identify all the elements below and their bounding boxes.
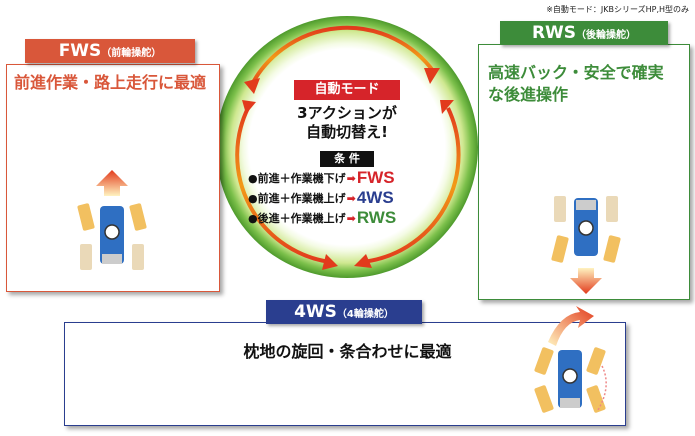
- arrowhead-right-bottom: [354, 254, 372, 268]
- conditions-badge: 条 件: [320, 151, 374, 167]
- right-arrow-icon: ➡: [346, 211, 356, 225]
- arrowhead-top-right: [424, 68, 440, 84]
- fws-tab: FWS（前輪操舵）: [25, 39, 195, 63]
- arrowhead-top-left: [244, 78, 260, 94]
- arrow-right: [361, 107, 461, 264]
- auto-mode-badge: 自動モード: [294, 80, 400, 100]
- right-arrow-icon: ➡: [346, 191, 356, 205]
- arrowhead-left-top: [242, 100, 256, 114]
- 4ws-tractor-icon: [534, 306, 607, 413]
- right-arrow-icon: ➡: [346, 171, 356, 185]
- auto-mode-headline: 3アクションが 自動切替え!: [297, 104, 397, 141]
- arrow-left: [235, 107, 331, 264]
- arrowhead-right-top: [440, 100, 454, 114]
- curve-arrow-icon: [548, 306, 594, 346]
- condition-row-fws: ●前進＋作業機下げ➡FWS: [248, 168, 395, 187]
- auto-mode-circle: [216, 16, 478, 278]
- rws-description: 高速バック・安全で確実な後進操作: [488, 63, 664, 104]
- 4ws-description: 枕地の旋回・条合わせに最適: [243, 342, 452, 361]
- fws-description: 前進作業・路上走行に最適: [14, 73, 207, 92]
- arrowhead-left-bottom: [322, 254, 338, 270]
- fws-tractor-icon: [77, 170, 147, 270]
- condition-row-rws: ●後進＋作業機上げ➡RWS: [248, 208, 397, 227]
- down-arrow-icon: [570, 268, 602, 294]
- arrow-top: [248, 25, 436, 89]
- rws-tractor-icon: [551, 196, 621, 294]
- 4ws-tab: 4WS（4輪操舵）: [266, 300, 422, 324]
- auto-mode-footnote: ※自動モード：JKBシリーズHP,H型のみ: [546, 5, 689, 14]
- up-arrow-icon: [96, 170, 128, 196]
- condition-row-4ws: ●前進＋作業機上げ➡4WS: [248, 188, 394, 207]
- rws-tab: RWS（後輪操舵）: [500, 21, 668, 45]
